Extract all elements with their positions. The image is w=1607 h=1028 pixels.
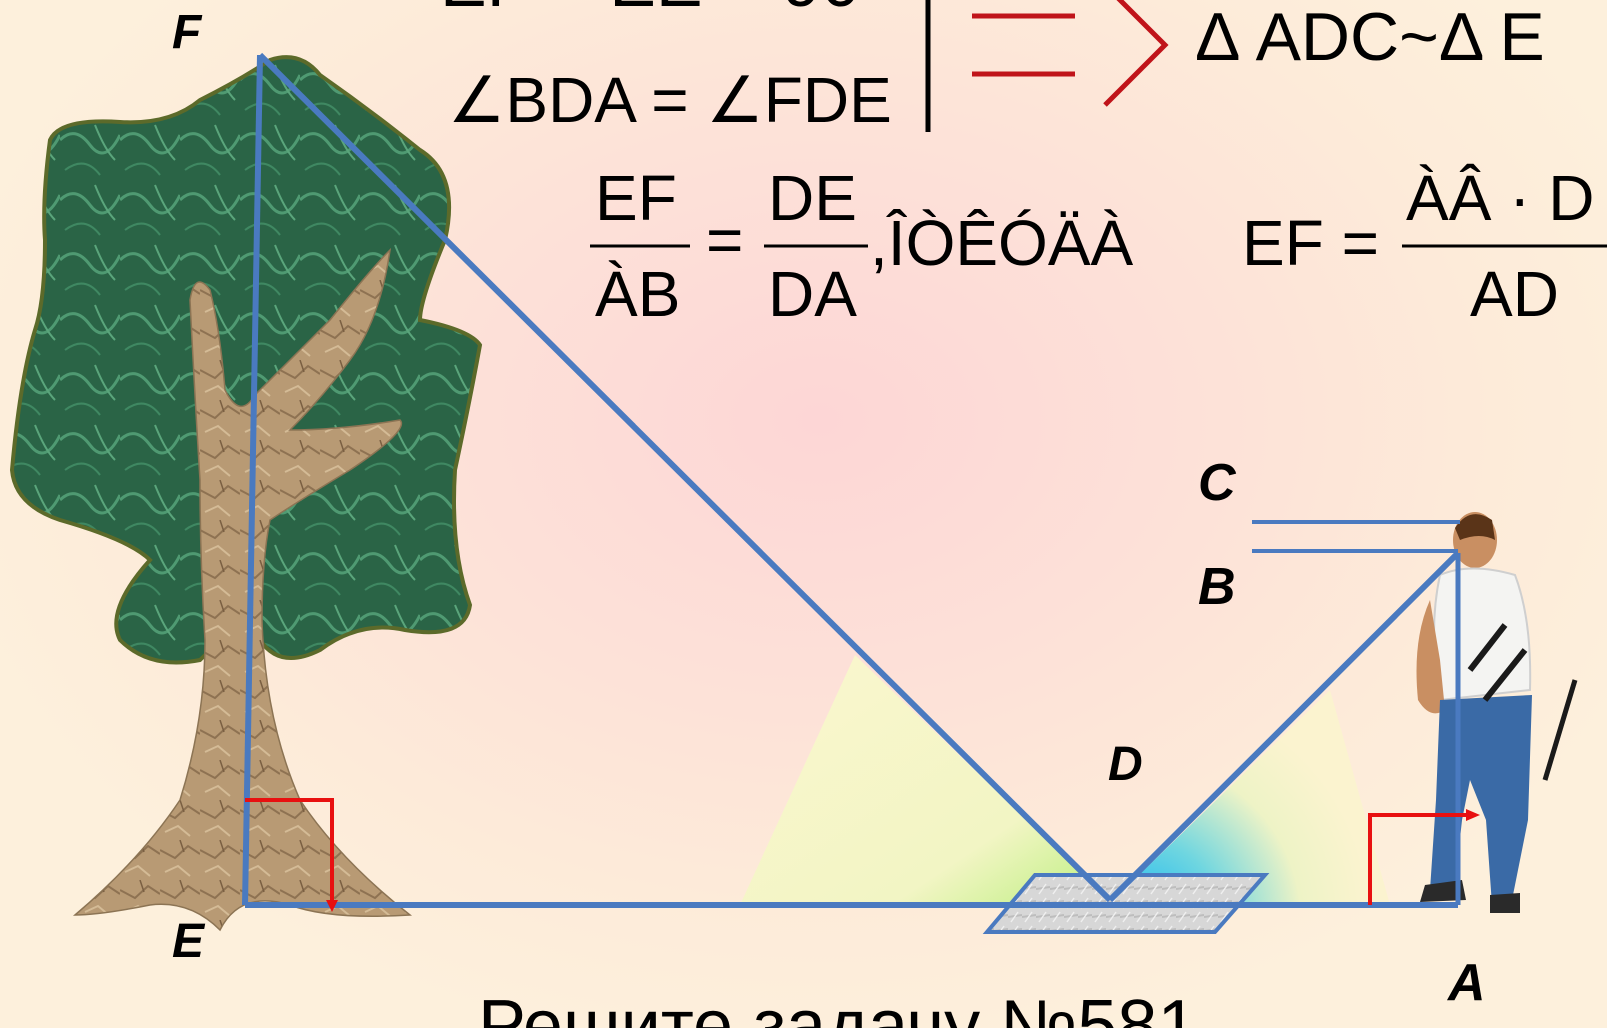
ef-formula-numerator: ÀÂ · D: [1406, 162, 1594, 234]
point-label-f: F: [172, 6, 203, 59]
right-angle-a: [1368, 809, 1480, 905]
equation-line1-partial: EF = EE = 90: [440, 0, 860, 21]
point-label-c: C: [1198, 454, 1237, 512]
ratio-right-numerator: DE: [768, 162, 857, 234]
ratio-left-numerator: EF: [595, 162, 677, 234]
tree-foliage: [9, 55, 483, 665]
point-label-a: A: [1446, 954, 1486, 1012]
right-light-beam: [1108, 690, 1390, 905]
ratio-suffix: ,ÎÒÊÓÄÀ: [870, 207, 1134, 279]
tree-trunk: [72, 247, 413, 932]
point-label-b: B: [1198, 558, 1236, 616]
segment-fd: [257, 52, 1113, 903]
similarity-conclusion: Δ ADC~Δ E: [1195, 0, 1545, 75]
footer-task-text: Решите задачу №581: [478, 986, 1198, 1028]
right-angle-e: [245, 798, 338, 912]
triangle-abd: [1107, 520, 1461, 908]
ratio-left-denominator: ÀB: [595, 258, 680, 330]
equation-angle-equality: ∠BDA = ∠FDE: [448, 64, 892, 136]
ratio-right-denominator: DA: [768, 258, 857, 330]
point-label-d: D: [1108, 738, 1143, 791]
segment-ef: [242, 54, 263, 906]
ef-formula-denominator: AD: [1470, 258, 1559, 330]
ratio-equals-sign: =: [706, 204, 743, 276]
point-label-e: E: [172, 915, 206, 968]
left-light-beam: [740, 655, 1115, 905]
implies-arrow-icon: [972, 0, 1169, 107]
triangle-def: [242, 52, 1113, 908]
segment-db: [1107, 550, 1461, 903]
ef-formula-label: EF =: [1242, 207, 1379, 279]
tree-illustration: [9, 55, 483, 932]
